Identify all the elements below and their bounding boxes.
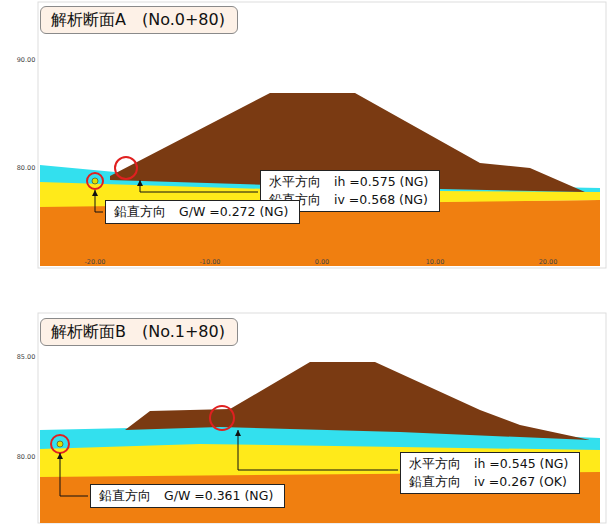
axis-tick-label: 90.00	[17, 56, 36, 64]
node-text: 解析断面B (No.1+80)	[51, 321, 227, 343]
result-callout: 鉛直方向 G/W =0.361 (NG)	[90, 484, 285, 508]
check-point-dot	[92, 178, 98, 184]
base-layer	[40, 470, 600, 523]
check-point-circle	[210, 406, 234, 430]
panel-frame	[38, 2, 606, 268]
node-text: 解析断面A (No.0+80)	[51, 9, 227, 31]
node-text: 鉛直方向 G/W =0.361 (NG)	[99, 487, 276, 505]
result-callout: 水平方向 ih =0.545 (NG)鉛直方向 iv =0.267 (OK)	[400, 452, 580, 494]
axis-tick-label: 20.00	[539, 258, 558, 266]
axis-tick-label: 85.00	[17, 353, 36, 361]
axis-tick-label: 80.00	[17, 164, 36, 172]
leader-arrow	[137, 180, 143, 186]
node-text: 水平方向 ih =0.545 (NG)	[409, 455, 571, 473]
check-point-circle	[87, 173, 103, 189]
axis-tick-label: 80.00	[17, 453, 36, 461]
section-title: 解析断面B (No.1+80)	[40, 318, 238, 346]
axis-tick-label: -20.00	[85, 258, 106, 266]
leader-arrow	[92, 190, 98, 196]
leader-arrow	[57, 453, 63, 459]
axis-tick-label: -10.00	[200, 258, 221, 266]
check-point-circle	[51, 435, 69, 453]
leader-arrow	[235, 430, 241, 436]
leader-line	[60, 453, 88, 496]
leader-line	[238, 430, 398, 470]
check-point-circle	[115, 157, 137, 179]
node-text: 鉛直方向 iv =0.267 (OK)	[409, 473, 571, 491]
check-point-dot	[57, 441, 63, 447]
panel-frame	[38, 313, 606, 523]
section-title: 解析断面A (No.0+80)	[40, 6, 238, 34]
embankment	[110, 93, 585, 192]
axis-tick-label: 0.00	[315, 258, 329, 266]
node-text: 水平方向 ih =0.575 (NG)	[269, 173, 431, 191]
leader-line	[140, 180, 258, 192]
node-text: 鉛直方向 G/W =0.272 (NG)	[114, 203, 291, 221]
result-callout: 鉛直方向 G/W =0.272 (NG)	[105, 200, 300, 224]
embankment	[125, 362, 590, 440]
axis-tick-label: 10.00	[426, 258, 445, 266]
